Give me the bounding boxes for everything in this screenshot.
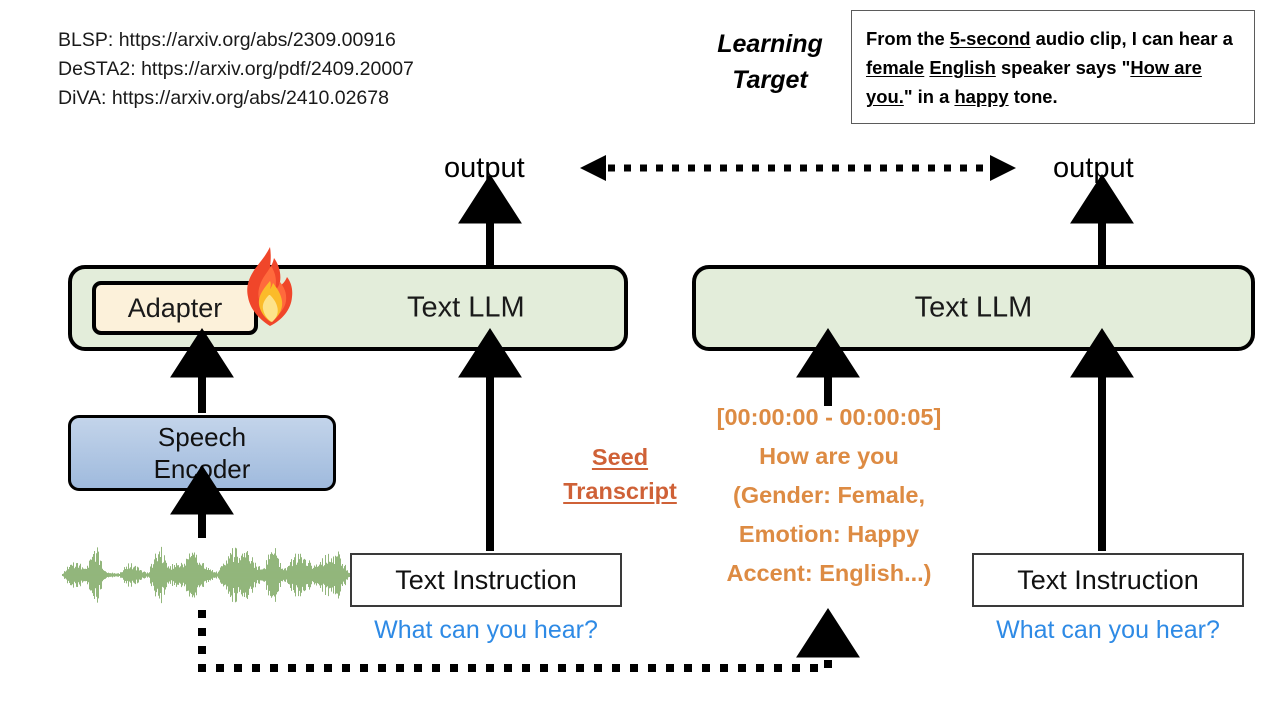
learning-target-line-1: Learning bbox=[717, 30, 823, 58]
alignment-double-arrow bbox=[580, 155, 1016, 181]
reference-list: BLSP: https://arxiv.org/abs/2309.00916 D… bbox=[58, 26, 414, 113]
text-instruction-box-right: Text Instruction bbox=[972, 553, 1244, 607]
adapter-box: Adapter bbox=[92, 281, 258, 335]
learning-target-line-2: Target bbox=[732, 66, 808, 94]
seed-transcript-line-2: Transcript bbox=[563, 478, 677, 504]
text-instruction-box-left: Text Instruction bbox=[350, 553, 622, 607]
reference-item-blsp: BLSP: https://arxiv.org/abs/2309.00916 bbox=[58, 29, 396, 51]
speech-encoder-line-1: Speech bbox=[157, 422, 247, 452]
transcript-line-2: How are you bbox=[759, 443, 899, 469]
seed-transcript-line-1: Seed bbox=[591, 444, 649, 470]
seed-transcript-content: [00:00:00 - 00:00:05] How are you (Gende… bbox=[666, 398, 992, 593]
text-instruction-value-right: What can you hear? bbox=[996, 616, 1220, 644]
reference-item-desta2: DeSTA2: https://arxiv.org/pdf/2409.20007 bbox=[58, 58, 414, 80]
learning-target-text: From the 5-second audio clip, I can hear… bbox=[866, 28, 1233, 107]
learning-target-caption: Learning Target bbox=[690, 26, 850, 98]
text-instruction-label-left: Text Instruction bbox=[395, 564, 577, 595]
transcript-line-4: Emotion: Happy bbox=[738, 521, 920, 547]
transcript-line-3: (Gender: Female, bbox=[733, 482, 925, 508]
transcript-line-5: Accent: English...) bbox=[726, 560, 932, 586]
text-instruction-label-right: Text Instruction bbox=[1017, 564, 1199, 595]
adapter-label: Adapter bbox=[127, 292, 223, 323]
audio-waveform-icon bbox=[62, 546, 350, 604]
seed-transcript-label: Seed Transcript bbox=[548, 440, 692, 508]
speech-encoder-box: Speech Encoder bbox=[68, 415, 336, 491]
reference-item-diva: DiVA: https://arxiv.org/abs/2410.02678 bbox=[58, 87, 389, 109]
speech-encoder-line-2: Encoder bbox=[153, 454, 251, 484]
output-label-left: output bbox=[444, 152, 525, 184]
transcript-line-1: [00:00:00 - 00:00:05] bbox=[716, 404, 942, 430]
text-instruction-value-left: What can you hear? bbox=[374, 616, 598, 644]
learning-target-box: From the 5-second audio clip, I can hear… bbox=[851, 10, 1255, 124]
text-llm-box-right: Text LLM bbox=[692, 265, 1255, 351]
output-label-right: output bbox=[1053, 152, 1134, 184]
text-llm-label-right: Text LLM bbox=[914, 291, 1033, 324]
text-llm-label-left: Text LLM bbox=[407, 291, 525, 324]
